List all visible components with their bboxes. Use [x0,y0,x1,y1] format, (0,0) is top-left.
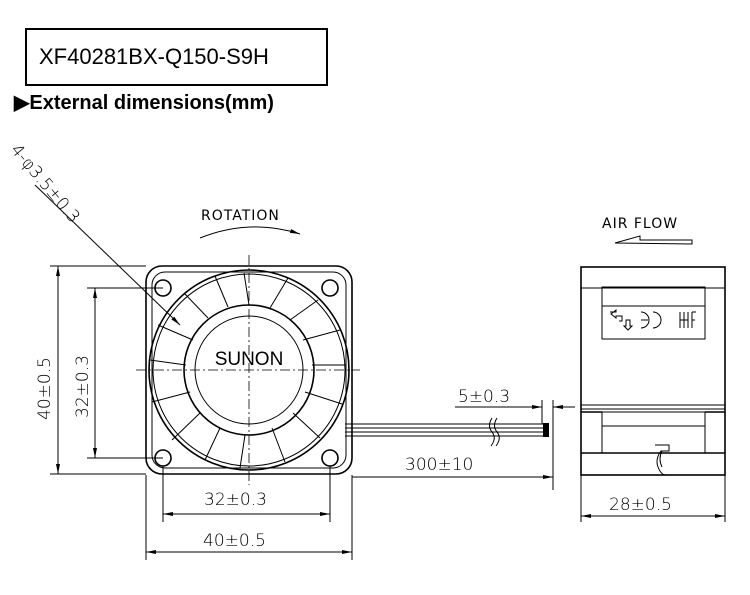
airflow-label: AIR FLOW [602,216,678,232]
label-area [601,286,706,340]
width-hole-dimension: 32±0.3 [204,490,267,510]
cable-break-icon [489,417,500,447]
certification-marks-icon [610,308,696,331]
section-heading: ▶External dimensions(mm) [14,90,274,115]
rotation-label: ROTATION [201,208,280,224]
mounting-holes [154,279,339,467]
strip-length-dimension: 5±0.3 [458,387,510,407]
depth-dimension: 28±0.5 [609,495,672,515]
rotation-arrow-icon [199,226,301,239]
cable-length-dimension: 300±10 [405,455,473,475]
side-view: AIR FLOW 28±0.5 [580,216,726,522]
airflow-arrow-icon [614,235,693,245]
height-hole-dimension: 32±0.3 [73,355,93,418]
fan-blades [149,272,346,469]
hole-dimension-label: 4-φ3.5±0.3 [6,140,83,227]
triangle-marker-icon: ▶ [14,92,30,114]
model-number: XF40281BX-Q150-S9H [39,44,269,69]
height-outer-dimension: 40±0.5 [35,357,55,420]
heading-text: External dimensions(mm) [29,92,274,114]
front-view: SUNON 4-φ3.5±0.3 ROTATION 32±0.3 40±0.5 … [6,140,360,560]
cable: 5±0.3 300±10 [345,387,575,490]
model-title-box: XF40281BX-Q150-S9H [25,28,328,86]
cable-clip [655,444,670,476]
width-outer-dimension: 40±0.5 [203,531,266,551]
